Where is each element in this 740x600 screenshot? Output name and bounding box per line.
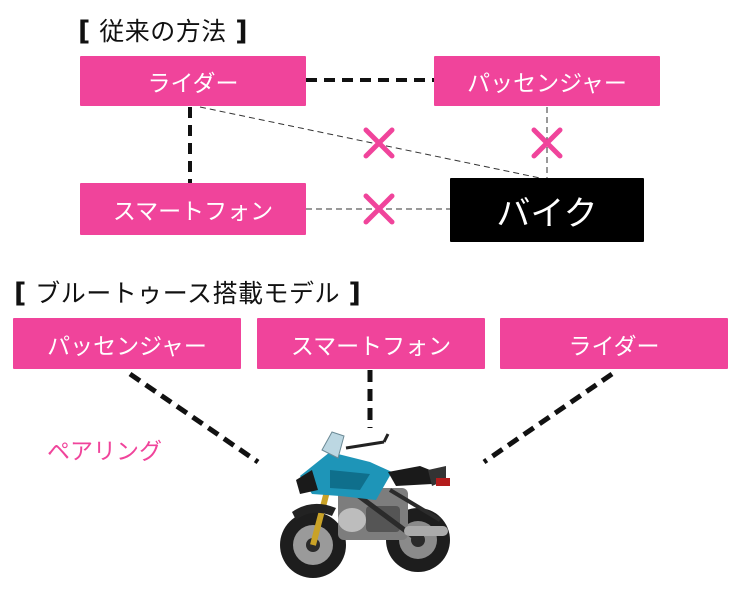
motorcycle-image [280, 431, 450, 578]
node-smartphone-bluetooth: スマートフォン [257, 318, 485, 369]
cross-icon [531, 127, 563, 159]
open-bracket: [ [14, 278, 27, 309]
node-smartphone-traditional: スマートフォン [80, 183, 306, 235]
section-title-bluetooth: [ ブルートゥース搭載モデル ] [14, 274, 361, 310]
passenger-pairing-link [128, 371, 260, 465]
close-bracket: ] [235, 16, 249, 47]
traditional-title: 従来の方法 [99, 17, 227, 46]
cross-icon [363, 127, 395, 159]
node-rider-bluetooth: ライダー [500, 318, 728, 369]
node-rider-traditional: ライダー [80, 56, 306, 106]
rider-bike-link [199, 106, 541, 179]
rider-pairing-link [482, 371, 614, 465]
node-label: バイク [496, 193, 598, 234]
node-label: ライダー [568, 333, 660, 360]
cross-icon [363, 193, 395, 225]
node-label: パッセンジャー [47, 333, 207, 360]
node-passenger-bluetooth: パッセンジャー [13, 318, 241, 369]
bluetooth-title: ブルートゥース搭載モデル [35, 279, 341, 308]
node-label: ライダー [147, 71, 239, 97]
node-label: パッセンジャー [467, 71, 627, 97]
node-label: スマートフォン [290, 333, 452, 360]
close-bracket: ] [348, 278, 362, 309]
node-passenger-traditional: パッセンジャー [434, 56, 660, 106]
section-title-traditional: [ 従来の方法 ] [78, 12, 248, 48]
pairing-label: ペアリング [47, 439, 162, 465]
open-bracket: [ [78, 16, 91, 47]
node-bike: バイク [450, 178, 644, 242]
node-label: スマートフォン [112, 199, 274, 225]
